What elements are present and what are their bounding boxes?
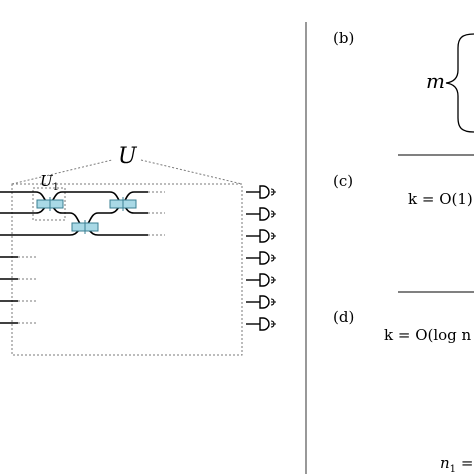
- detector-icon: [246, 185, 276, 199]
- sub-unitary-label: U1: [40, 172, 59, 193]
- detector-icon: [246, 251, 276, 265]
- unitary-box: [11, 183, 243, 356]
- curly-brace: [445, 33, 474, 133]
- sub-unitary-box: [32, 187, 66, 221]
- unitary-label: U: [118, 144, 138, 169]
- detector-icon: [246, 229, 276, 243]
- detector-icon: [246, 317, 276, 331]
- unitary-guide-left: [11, 159, 113, 185]
- panel-b: (b) m: [333, 29, 474, 133]
- brace-variable: m: [426, 69, 445, 93]
- panel-c-label: (c): [333, 172, 353, 190]
- panel-d: (d) k = O(log n n1 =: [333, 308, 473, 474]
- interferometer-diagram: U U1: [0, 144, 276, 356]
- detector-icon: [246, 273, 276, 287]
- panel-b-label: (b): [333, 29, 354, 47]
- detector-array: [246, 185, 276, 331]
- panel-d-label: (d): [333, 308, 354, 326]
- panel-c-formula: k = O(1): [408, 190, 473, 208]
- unitary-guide-right: [140, 159, 243, 185]
- detector-icon: [246, 295, 276, 309]
- panel-d-formula: k = O(log n: [384, 326, 472, 344]
- panel-c: (c) k = O(1): [333, 172, 473, 208]
- panel-d-bottom-expression: n1 =: [440, 454, 473, 474]
- detector-icon: [246, 207, 276, 221]
